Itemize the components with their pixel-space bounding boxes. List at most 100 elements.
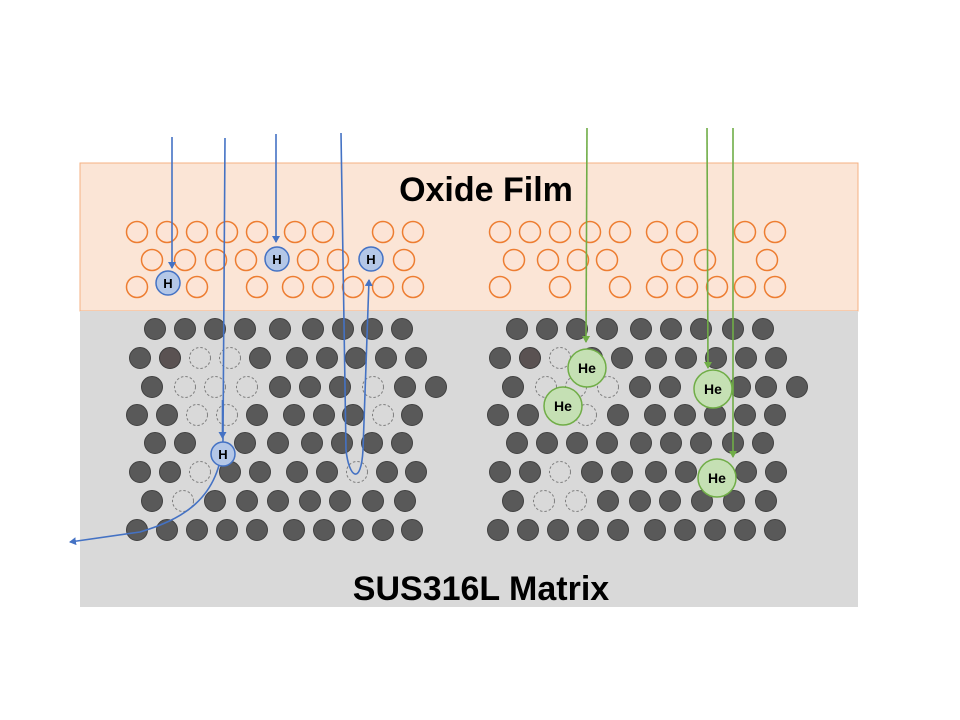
oxide-atom [608,275,632,299]
helium-atom-icon [567,348,607,388]
oxide-atom [234,248,258,272]
matrix-atom [786,376,808,398]
oxide-atoms [125,220,787,299]
oxide-atom [245,220,269,244]
matrix-atom [234,318,256,340]
helium-label: He [708,470,726,486]
hydrogen-label: H [366,252,375,267]
vacancy [597,376,619,398]
matrix-atom [283,404,305,426]
matrix-atom [269,318,291,340]
hydrogen-label: H [272,252,281,267]
hydrogen-atom-icon [155,270,181,296]
matrix-atom [519,461,541,483]
matrix-atom [674,519,696,541]
matrix-atom [660,318,682,340]
matrix-atom [216,519,238,541]
vacancy [172,490,194,512]
oxide-atom [660,248,684,272]
matrix-atom [361,432,383,454]
matrix-atom [283,519,305,541]
helium-label: He [704,381,722,397]
matrix-atom [536,318,558,340]
oxide-atom [281,275,305,299]
matrix-atom [376,461,398,483]
oxide-atom [675,220,699,244]
matrix-atom [645,347,667,369]
vacancy [189,461,211,483]
helium-atom-icon [543,386,583,426]
matrix-atom [489,461,511,483]
oxide-atom [371,220,395,244]
matrix-atom [660,432,682,454]
matrix-atom [401,404,423,426]
matrix-atom [405,347,427,369]
oxide-atom [215,220,239,244]
matrix-atom [675,347,697,369]
helium-atom-icon [697,458,737,498]
matrix-atom [286,347,308,369]
matrix-atom [536,432,558,454]
matrix-atom [129,347,151,369]
oxide-atom [548,220,572,244]
matrix-atom [299,376,321,398]
vacancy [236,376,258,398]
matrix-atom [391,318,413,340]
matrix-atom [313,519,335,541]
vacancy [186,404,208,426]
diffusion-paths [69,127,737,546]
oxide-film-band [79,162,859,312]
matrix-atom [517,519,539,541]
vacancy [216,404,238,426]
oxide-atom [488,220,512,244]
oxide-atom [488,275,512,299]
matrix-atom [301,432,323,454]
oxide-atom [645,275,669,299]
hydrogen-label: H [218,447,227,462]
matrix-atom [752,432,774,454]
oxide-atom [733,220,757,244]
matrix-atom [502,376,524,398]
matrix-atom [361,318,383,340]
helium-label: He [578,360,596,376]
matrix-atom [723,490,745,512]
oxide-atom [326,248,350,272]
matrix-atom [596,432,618,454]
matrix-atom [269,376,291,398]
matrix-atom [329,376,351,398]
matrix-atom [394,376,416,398]
matrix-atom [174,318,196,340]
matrix-atom [487,519,509,541]
matrix-atoms [126,318,808,541]
matrix-atom [629,376,651,398]
matrix-atom [362,490,384,512]
matrix-atom [674,404,696,426]
matrix-atom [375,347,397,369]
matrix-atom [659,376,681,398]
oxide-atom [675,275,699,299]
matrix-atom [405,461,427,483]
vacancy [549,461,571,483]
matrix-atom [704,519,726,541]
matrix-atom [391,432,413,454]
oxide-atom [155,220,179,244]
vacancy [565,490,587,512]
oxide-atom [371,275,395,299]
matrix-atom [764,404,786,426]
oxide-atom [392,248,416,272]
matrix-atom [597,490,619,512]
oxide-atom [185,275,209,299]
oxide-atom [173,248,197,272]
h-path-4 [340,132,373,475]
matrix-atom [487,404,509,426]
matrix-atom [342,519,364,541]
matrix-atom [372,519,394,541]
matrix-atom [596,318,618,340]
matrix-atom [644,404,666,426]
matrix-atom [331,432,353,454]
matrix-atom [159,461,181,483]
matrix-atom [345,347,367,369]
oxide-atom [341,275,365,299]
oxide-atom [566,248,590,272]
matrix-atom [675,461,697,483]
